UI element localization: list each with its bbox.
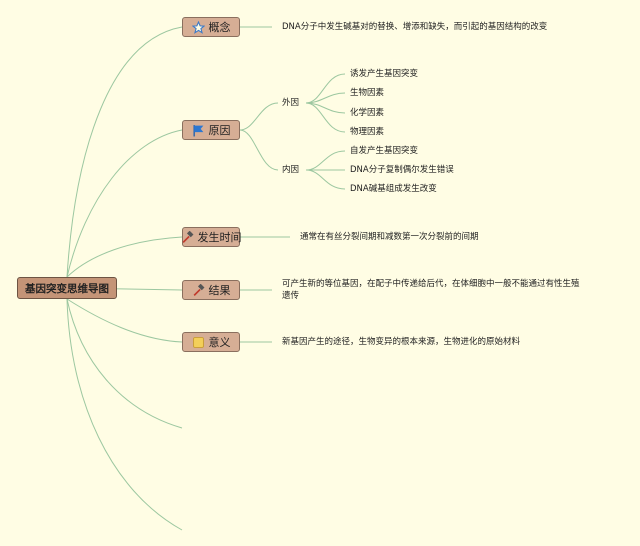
branch-label: 结果 <box>208 284 231 297</box>
note-icon <box>192 336 205 349</box>
branch-timing[interactable]: 发生时间 <box>181 227 242 247</box>
group-external: 外因 <box>282 98 300 108</box>
timing-detail: 通常在有丝分裂间期和减数第一次分裂前的间期 <box>300 232 479 242</box>
branch-label: 概念 <box>208 21 231 34</box>
external-item: 生物因素 <box>350 88 385 98</box>
concept-detail: DNA分子中发生碱基对的替换、增添和缺失，而引起的基因结构的改变 <box>282 22 548 32</box>
branch-label: 意义 <box>208 336 231 349</box>
external-item: 化学因素 <box>350 108 385 118</box>
external-item: 诱发产生基因突变 <box>350 69 419 79</box>
hammer-icon <box>192 283 205 297</box>
branch-significance[interactable]: 意义 <box>182 332 240 352</box>
flag-icon <box>192 124 205 137</box>
result-detail: 可产生新的等位基因，在配子中传递给后代，在体细胞中一般不能通过有性生殖遗传 <box>282 279 580 301</box>
external-item: 物理因素 <box>350 127 385 137</box>
star-icon <box>191 20 205 34</box>
root-label: 基因突变思维导图 <box>25 282 109 295</box>
branch-label: 原因 <box>208 124 231 137</box>
root-node[interactable]: 基因突变思维导图 <box>17 277 117 299</box>
internal-item: DNA碱基组成发生改变 <box>350 184 437 194</box>
internal-item: DNA分子复制偶尔发生错误 <box>350 165 454 175</box>
branch-label: 发生时间 <box>197 231 242 244</box>
group-internal: 内因 <box>282 165 300 175</box>
branch-concept[interactable]: 概念 <box>182 17 240 37</box>
hammer-icon <box>181 230 194 244</box>
branch-result[interactable]: 结果 <box>182 280 240 300</box>
internal-item: 自发产生基因突变 <box>350 146 419 156</box>
significance-detail: 新基因产生的途径，生物变异的根本来源，生物进化的原始材料 <box>282 337 521 347</box>
branch-cause[interactable]: 原因 <box>182 120 240 140</box>
